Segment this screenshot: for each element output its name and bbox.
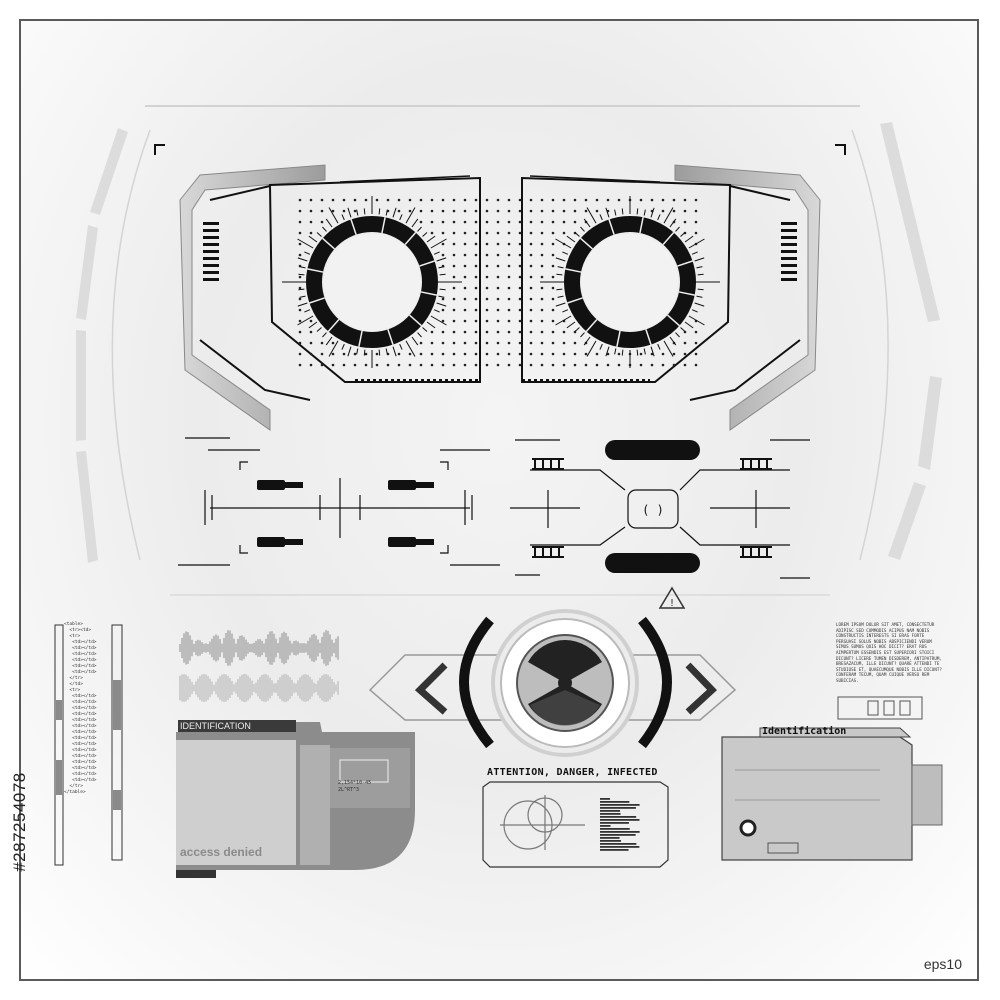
waveform-graphic xyxy=(179,630,339,702)
left-id-title: IDENTIFICATION xyxy=(178,720,296,732)
right-id-card xyxy=(721,727,943,861)
code-line: <td></td> xyxy=(64,736,97,741)
top-tick-strip xyxy=(339,175,661,183)
visor-left-wing xyxy=(179,164,326,431)
dot-grid xyxy=(298,198,698,367)
left-bar-ladder xyxy=(203,222,219,281)
code-line: <td></td> xyxy=(64,706,97,711)
right-arc-segments xyxy=(880,122,942,560)
code-line: <td></td> xyxy=(64,772,97,777)
code-line: <td></td> xyxy=(64,766,97,771)
code-line: <td></td> xyxy=(64,640,97,645)
code-line: <tr> xyxy=(64,634,81,639)
code-line: <td></td> xyxy=(64,724,97,729)
code-line: </tr> xyxy=(64,784,83,789)
code-line: <tr> xyxy=(64,688,81,693)
center-bottom-bars xyxy=(600,798,640,851)
left-id-card xyxy=(176,722,415,878)
code-line: <td></td> xyxy=(64,760,97,765)
code-line: </table> xyxy=(64,790,86,795)
right-bar-ladder xyxy=(781,222,797,281)
warning-triangle-icon xyxy=(658,586,686,609)
code-line: </tr> xyxy=(64,676,83,681)
left-arc-segments xyxy=(76,128,128,563)
eps-label: eps10 xyxy=(923,956,962,972)
radiation-gauge xyxy=(368,609,737,757)
code-line: <td></td> xyxy=(64,670,97,675)
right-target-ladders xyxy=(532,458,772,558)
code-line: <td></td> xyxy=(64,754,97,759)
left-eye-ring xyxy=(282,196,462,368)
mini-button-row xyxy=(837,696,923,720)
lorem-text-block: LOREM IPSUM DOLOR SIT AMET, CONSECTETUR … xyxy=(836,622,942,683)
code-line: <td></td> xyxy=(64,664,97,669)
code-line: <td></td> xyxy=(64,694,97,699)
right-eye-ring xyxy=(540,196,720,368)
right-target-pills xyxy=(605,440,700,573)
stock-id-label: #287254078 xyxy=(10,772,29,872)
attention-warning-label: ATTENTION, DANGER, INFECTED xyxy=(487,767,658,778)
right-target-panel xyxy=(510,439,810,579)
left-crosshair-panel xyxy=(178,437,500,566)
numeric-readout: 2,154*10-45 2L^RT^3 xyxy=(338,780,372,793)
svg-text:!: ! xyxy=(670,598,674,609)
code-ruler xyxy=(54,624,123,866)
target-bracket-glyph: ( ) xyxy=(642,503,664,517)
code-line: <td></td> xyxy=(64,718,97,723)
code-line: <td></td> xyxy=(64,748,97,753)
code-line: <table> xyxy=(64,622,83,627)
code-line: <td></td> xyxy=(64,646,97,651)
code-line: </td> xyxy=(64,682,83,687)
code-line: <td></td> xyxy=(64,700,97,705)
visor-right-wing xyxy=(674,164,821,431)
code-line: <td></td> xyxy=(64,730,97,735)
code-list: <table> <tr><td> <tr> <td></td> <td></td… xyxy=(64,622,97,796)
visor-left-outline xyxy=(268,176,481,383)
access-denied-label: access denied xyxy=(180,845,263,859)
code-line: <tr><td> xyxy=(64,628,92,633)
code-line: <td></td> xyxy=(64,778,97,783)
code-line: <td></td> xyxy=(64,658,97,663)
code-line: <td></td> xyxy=(64,742,97,747)
right-id-title: Identification xyxy=(762,726,847,737)
code-line: <td></td> xyxy=(64,712,97,717)
code-line: <td></td> xyxy=(64,652,97,657)
code-ruler-fill xyxy=(56,680,121,810)
left-crosshair-blocks xyxy=(257,480,434,547)
center-bottom-panel xyxy=(482,781,669,868)
